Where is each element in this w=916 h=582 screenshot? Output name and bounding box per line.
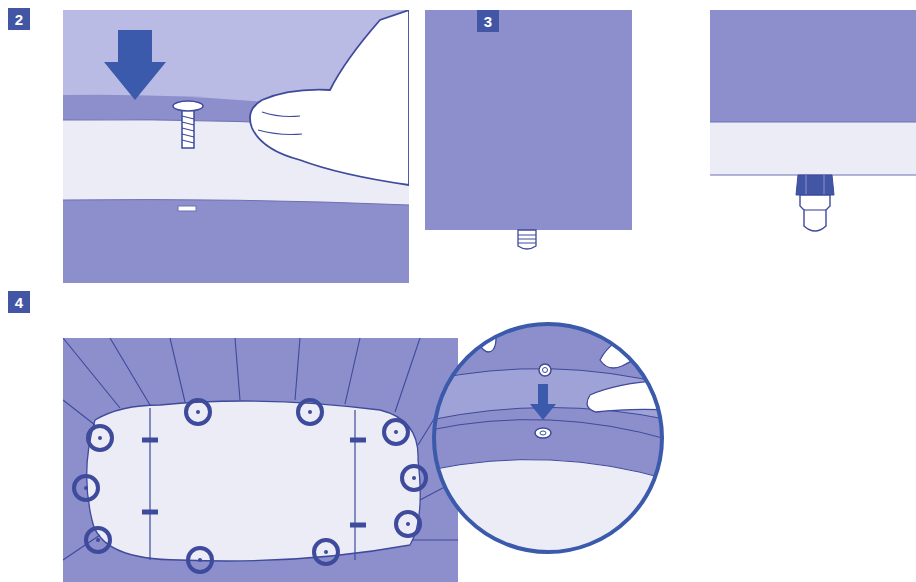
step-3-panel bbox=[710, 10, 916, 231]
step-number-badge: 3 bbox=[477, 10, 499, 32]
bolt-detail-panel bbox=[425, 10, 632, 249]
step-number: 2 bbox=[15, 11, 23, 28]
step-2-panel bbox=[63, 10, 409, 283]
step-4-panel bbox=[63, 338, 458, 582]
step-number-badge: 4 bbox=[8, 291, 30, 313]
step-number: 4 bbox=[15, 294, 23, 311]
step-number-badge: 2 bbox=[8, 8, 30, 30]
step-number: 3 bbox=[484, 13, 492, 30]
zoom-detail bbox=[430, 320, 670, 560]
